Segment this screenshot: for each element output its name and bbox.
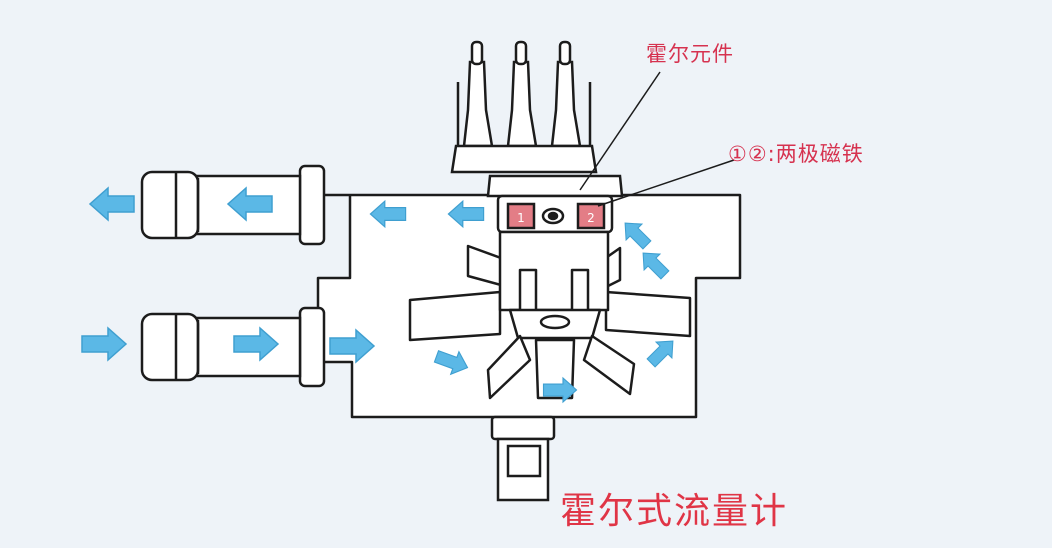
impeller <box>408 230 692 400</box>
magnet-1 <box>506 202 536 230</box>
inlet-pipe <box>140 306 326 388</box>
arrow-icon <box>81 327 127 361</box>
arrow-icon <box>89 187 135 221</box>
magnet-2-number: 2 <box>587 211 595 225</box>
hall-element-label: 霍尔元件 <box>646 42 734 66</box>
connector-pins <box>450 40 598 174</box>
bottom-tab <box>490 415 556 502</box>
magnet-1-number: 1 <box>517 211 525 225</box>
magnets-label: ①②:两极磁铁 <box>728 142 864 166</box>
leader-lines <box>579 71 735 207</box>
magnet-2 <box>576 202 606 230</box>
outlet-pipe <box>140 164 326 246</box>
diagram-title: 霍尔式流量计 <box>560 491 789 532</box>
